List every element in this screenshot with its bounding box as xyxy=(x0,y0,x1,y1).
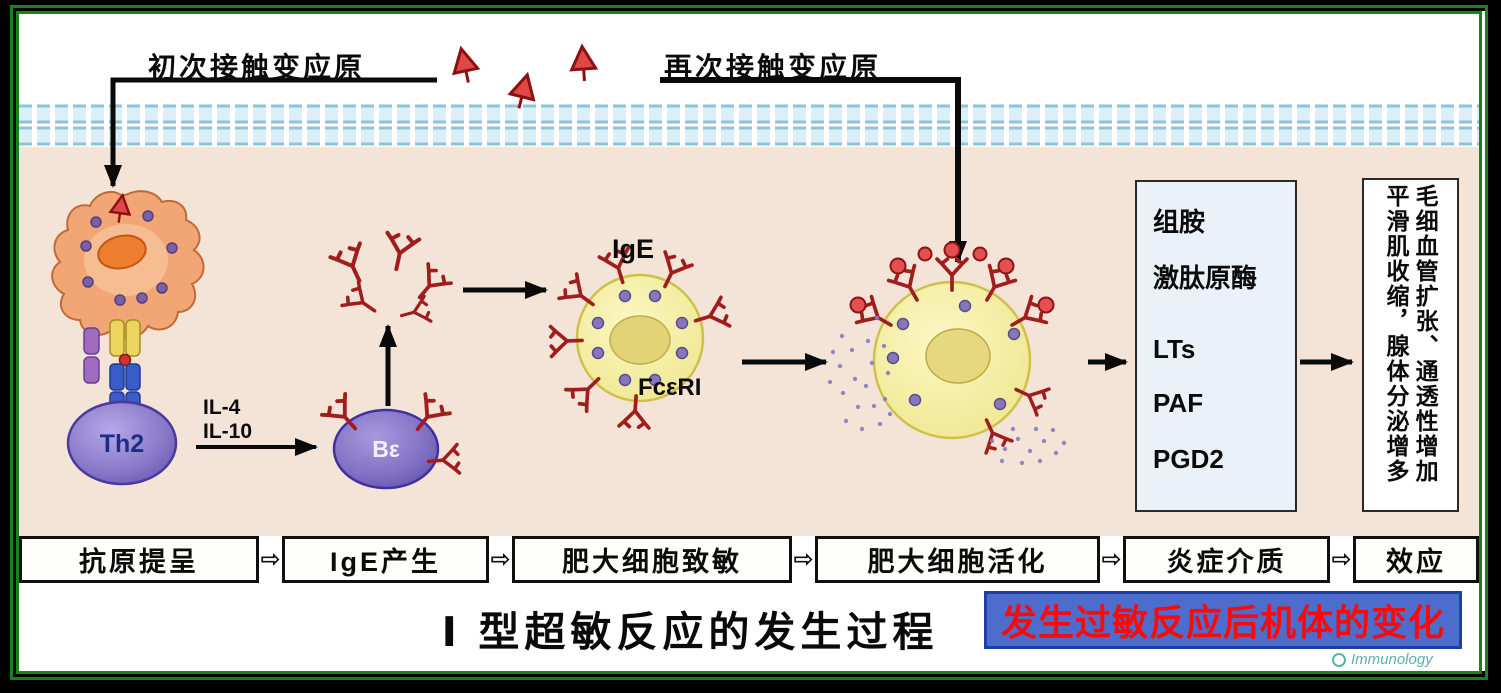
ige-label: IgE xyxy=(612,234,655,264)
mediator-item: PAF xyxy=(1153,388,1204,418)
stage-box-effect: 效应 xyxy=(1353,536,1479,583)
annotation-overlay: 发生过敏反应后机体的变化 xyxy=(984,591,1462,649)
mediator-item: LTs xyxy=(1153,334,1196,364)
watermark: Immunology xyxy=(1332,651,1433,668)
effect-column-left: 平滑肌收缩，腺体分泌增多 xyxy=(1383,184,1409,484)
stage-arrow-icon: ⇨ xyxy=(490,546,511,573)
stage-box-antigen-presentation: 抗原提呈 xyxy=(19,536,259,583)
second-contact-label: 再次接触变应原 xyxy=(664,52,882,83)
mediator-item: 组胺 xyxy=(1153,207,1206,237)
il4-label: IL-4 xyxy=(203,396,241,419)
stage-label: 炎症介质 xyxy=(1166,547,1287,577)
stage-arrow-icon: ⇨ xyxy=(260,546,281,573)
stage-box-mast-activation: 肥大细胞活化 xyxy=(815,536,1100,583)
slide-title: Ⅰ 型超敏反应的发生过程 xyxy=(441,609,939,655)
mediator-box: 组胺 激肽原酶 LTs PAF PGD2 xyxy=(1135,180,1297,512)
first-contact-label: 初次接触变应原 xyxy=(148,52,366,83)
stage-label: 肥大细胞活化 xyxy=(867,547,1048,577)
annotation-text: 发生过敏反应后机体的变化 xyxy=(1000,602,1445,643)
stage-arrow-icon: ⇨ xyxy=(793,546,814,573)
stage-label: 抗原提呈 xyxy=(79,547,199,577)
effect-box: 平滑肌收缩，腺体分泌增多 毛细血管扩张、通透性增加 xyxy=(1362,178,1459,512)
fc-receptor-label: FcεRI xyxy=(638,374,702,401)
stage-label: IgE产生 xyxy=(329,547,441,577)
watermark-logo-icon xyxy=(1332,652,1346,667)
stage-arrow-icon: ⇨ xyxy=(1331,546,1352,573)
stage-box-ige-production: IgE产生 xyxy=(282,536,489,583)
stage-label: 肥大细胞致敏 xyxy=(562,547,742,577)
il10-label: IL-10 xyxy=(203,420,253,443)
stage-label: 效应 xyxy=(1386,547,1446,577)
stage-arrow-icon: ⇨ xyxy=(1101,546,1122,573)
watermark-text: Immunology xyxy=(1351,651,1433,668)
stage-box-inflammatory-mediators: 炎症介质 xyxy=(1123,536,1330,583)
b-cell-label: Bε xyxy=(372,436,400,462)
process-stage-band: 抗原提呈 ⇨ IgE产生 ⇨ 肥大细胞致敏 ⇨ 肥大细胞活化 ⇨ 炎症介质 ⇨ … xyxy=(19,536,1479,583)
mediator-item: 激肽原酶 xyxy=(1153,263,1258,293)
mediator-item: PGD2 xyxy=(1153,444,1224,474)
th2-cell-label: Th2 xyxy=(99,430,145,458)
effect-column-right: 毛细血管扩张、通透性增加 xyxy=(1412,184,1439,484)
stage-box-mast-sensitization: 肥大细胞致敏 xyxy=(512,536,792,583)
